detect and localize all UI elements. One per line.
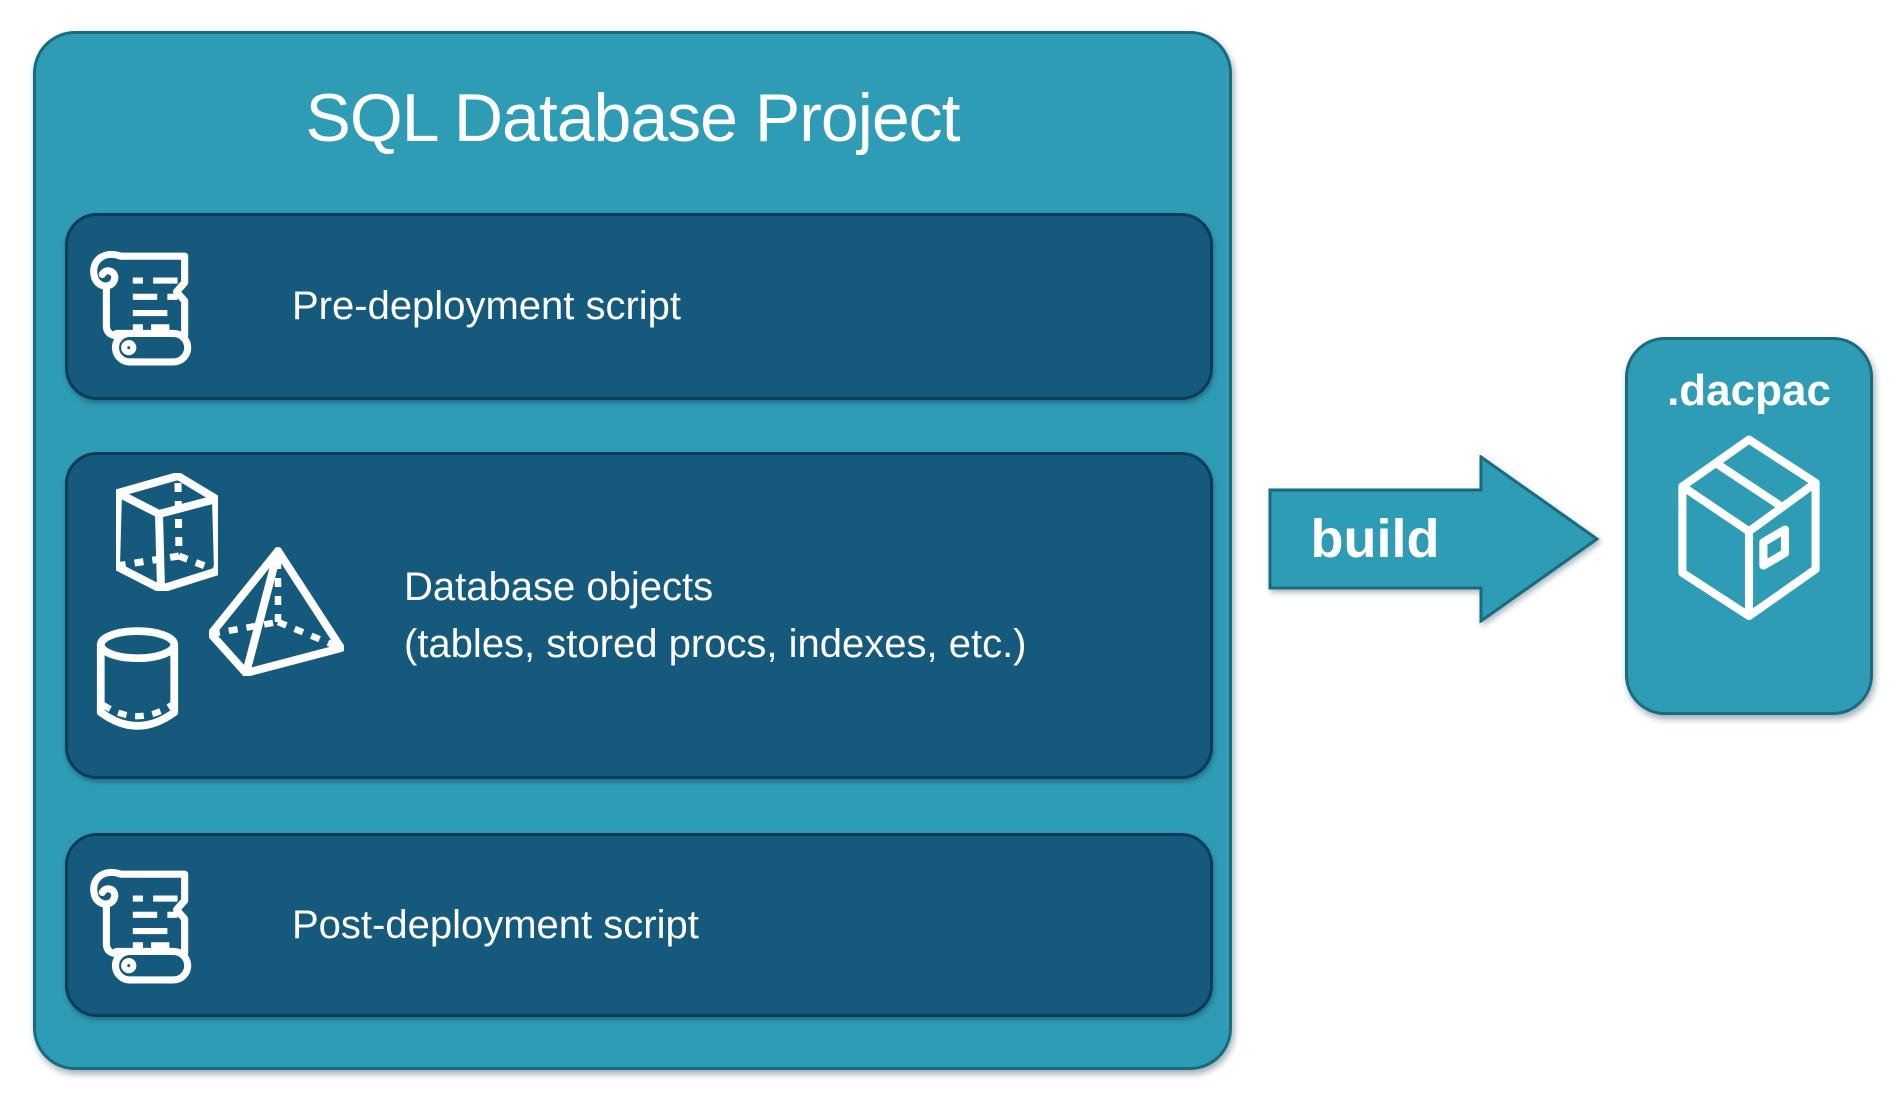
dacpac-label: .dacpac: [1667, 366, 1831, 415]
database-objects-label-line2: (tables, stored procs, indexes, etc.): [404, 621, 1027, 666]
build-label: build: [1310, 508, 1440, 569]
scroll-icon: [84, 245, 206, 369]
post-deployment-label: Post-deployment script: [292, 902, 699, 947]
pre-deployment-label: Pre-deployment script: [292, 284, 682, 329]
dacpac-box: .dacpac: [1625, 337, 1873, 715]
pre-deployment-script-box: Pre-deployment script: [65, 213, 1213, 400]
database-objects-box: Database objects (tables, stored procs, …: [65, 452, 1213, 779]
cube-icon: [116, 473, 218, 591]
cylinder-icon: [94, 626, 181, 730]
scroll-icon: [84, 863, 206, 987]
project-title: SQL Database Project: [305, 80, 960, 156]
sql-database-project-box: SQL Database Project: [33, 31, 1232, 1070]
database-objects-label-line1: Database objects: [404, 564, 714, 609]
post-deployment-script-box: Post-deployment script: [65, 833, 1213, 1017]
pyramid-icon: [209, 546, 344, 676]
build-arrow: [1268, 455, 1600, 623]
package-icon: [1659, 426, 1839, 626]
database-objects-label: Database objects (tables, stored procs, …: [404, 559, 1027, 673]
